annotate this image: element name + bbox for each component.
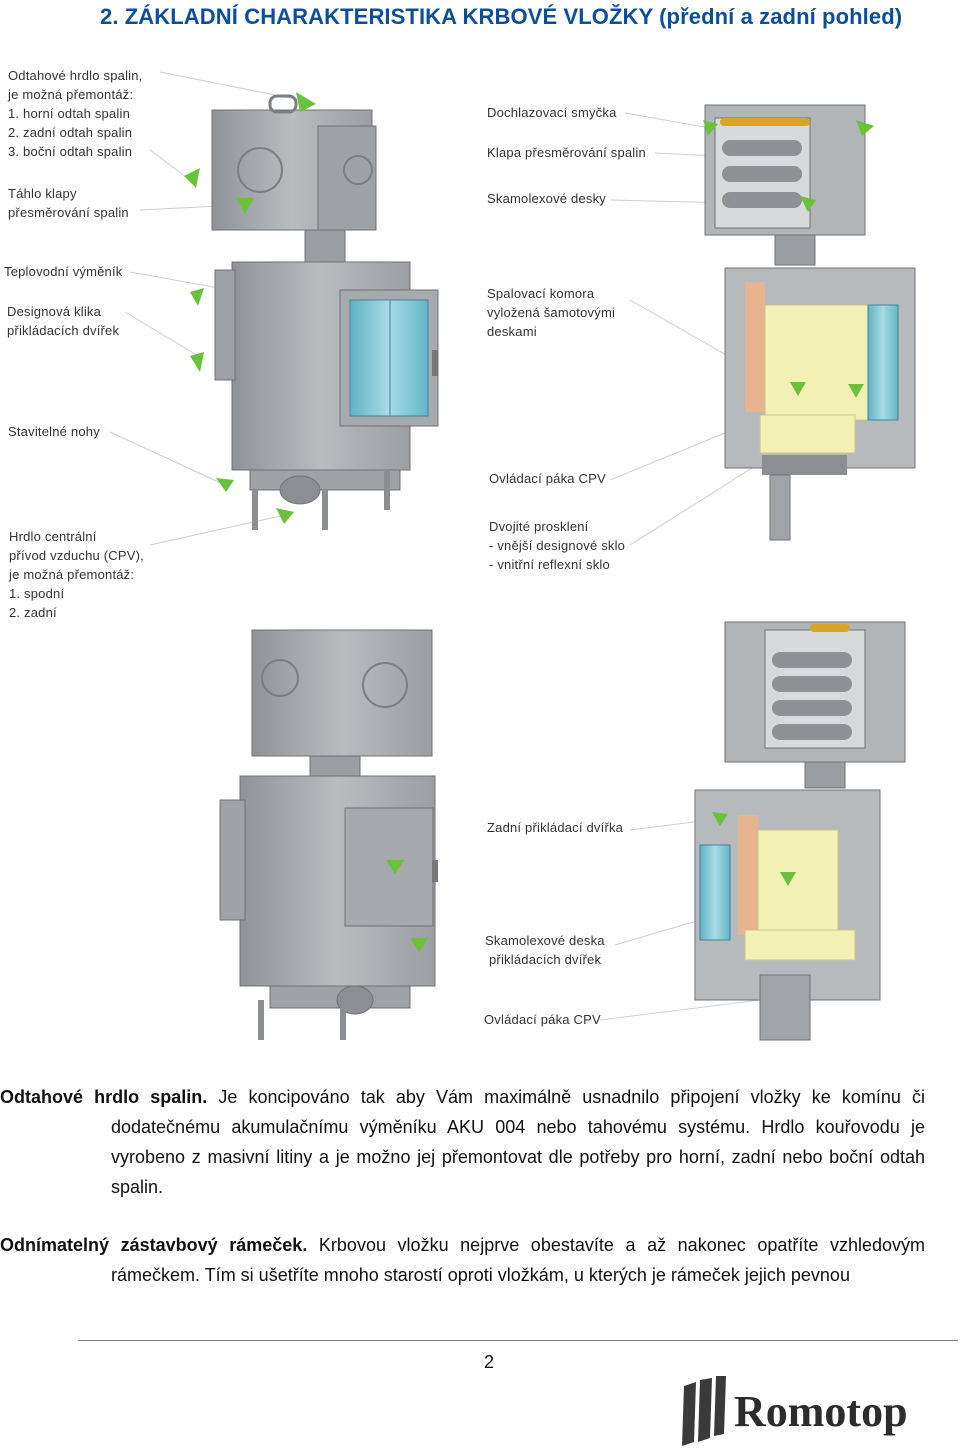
fireplace-insert-illustration bbox=[109, 71, 916, 1041]
label-cpv-lever-rear: Ovládací páka CPV bbox=[484, 1012, 601, 1027]
label-cpv-lever: Ovládací páka CPV bbox=[489, 471, 606, 486]
label-cooling-loop: Dochlazovací smyčka bbox=[487, 105, 617, 120]
rear-view bbox=[219, 629, 438, 1040]
paragraph-lead: Odtahové hrdlo spalin. bbox=[0, 1087, 208, 1107]
label-heat-exchanger: Teplovodní výměník bbox=[4, 264, 123, 279]
svg-text:Romotop: Romotop bbox=[734, 1387, 908, 1436]
marker-arrows bbox=[184, 92, 874, 952]
label-double-glazing: Dvojité prosklení - vnější designové skl… bbox=[489, 519, 626, 572]
paragraph-text: Krbovou vložku nejprve obestavíte a až n… bbox=[111, 1235, 925, 1285]
rear-cutaway-view bbox=[694, 621, 906, 1041]
page-title: 2. ZÁKLADNÍ CHARAKTERISTIKA KRBOVÉ VLOŽK… bbox=[100, 4, 903, 29]
label-flue-outlet: Odtahové hrdlo spalin, je možná přemontá… bbox=[8, 68, 143, 159]
paragraph-frame: Odnímatelný zástavbový rámeček. Krbovou … bbox=[0, 1230, 925, 1290]
paragraph-lead: Odnímatelný zástavbový rámeček. bbox=[0, 1235, 308, 1255]
label-skamol-boards: Skamolexové desky bbox=[487, 191, 607, 206]
front-cutaway-view bbox=[704, 104, 916, 541]
label-door-skamol-board: Skamolexové deska přikládacích dvířek bbox=[485, 933, 605, 967]
label-rear-door: Zadní přikládací dvířka bbox=[487, 820, 624, 835]
paragraph-flue-outlet: Odtahové hrdlo spalin. Je koncipováno ta… bbox=[0, 1082, 925, 1202]
label-damper-rod: Táhlo klapy přesměrování spalin bbox=[8, 186, 129, 220]
footer-divider bbox=[78, 1340, 958, 1341]
label-flue-damper: Klapa přesměrování spalin bbox=[487, 145, 646, 160]
label-air-inlet: Hrdlo centrální přívod vzduchu (CPV), je… bbox=[9, 529, 144, 620]
paragraph-text: Je koncipováno tak aby Vám maximálně usn… bbox=[111, 1087, 925, 1197]
label-adjustable-feet: Stavitelné nohy bbox=[8, 424, 100, 439]
romotop-logo: Romotop bbox=[682, 1376, 908, 1446]
front-view bbox=[211, 94, 439, 530]
label-door-handle: Designová klika přikládacích dvířek bbox=[7, 304, 120, 338]
page-number: 2 bbox=[484, 1352, 495, 1372]
label-combustion-chamber: Spalovací komora vyložená šamotovými des… bbox=[487, 286, 616, 339]
